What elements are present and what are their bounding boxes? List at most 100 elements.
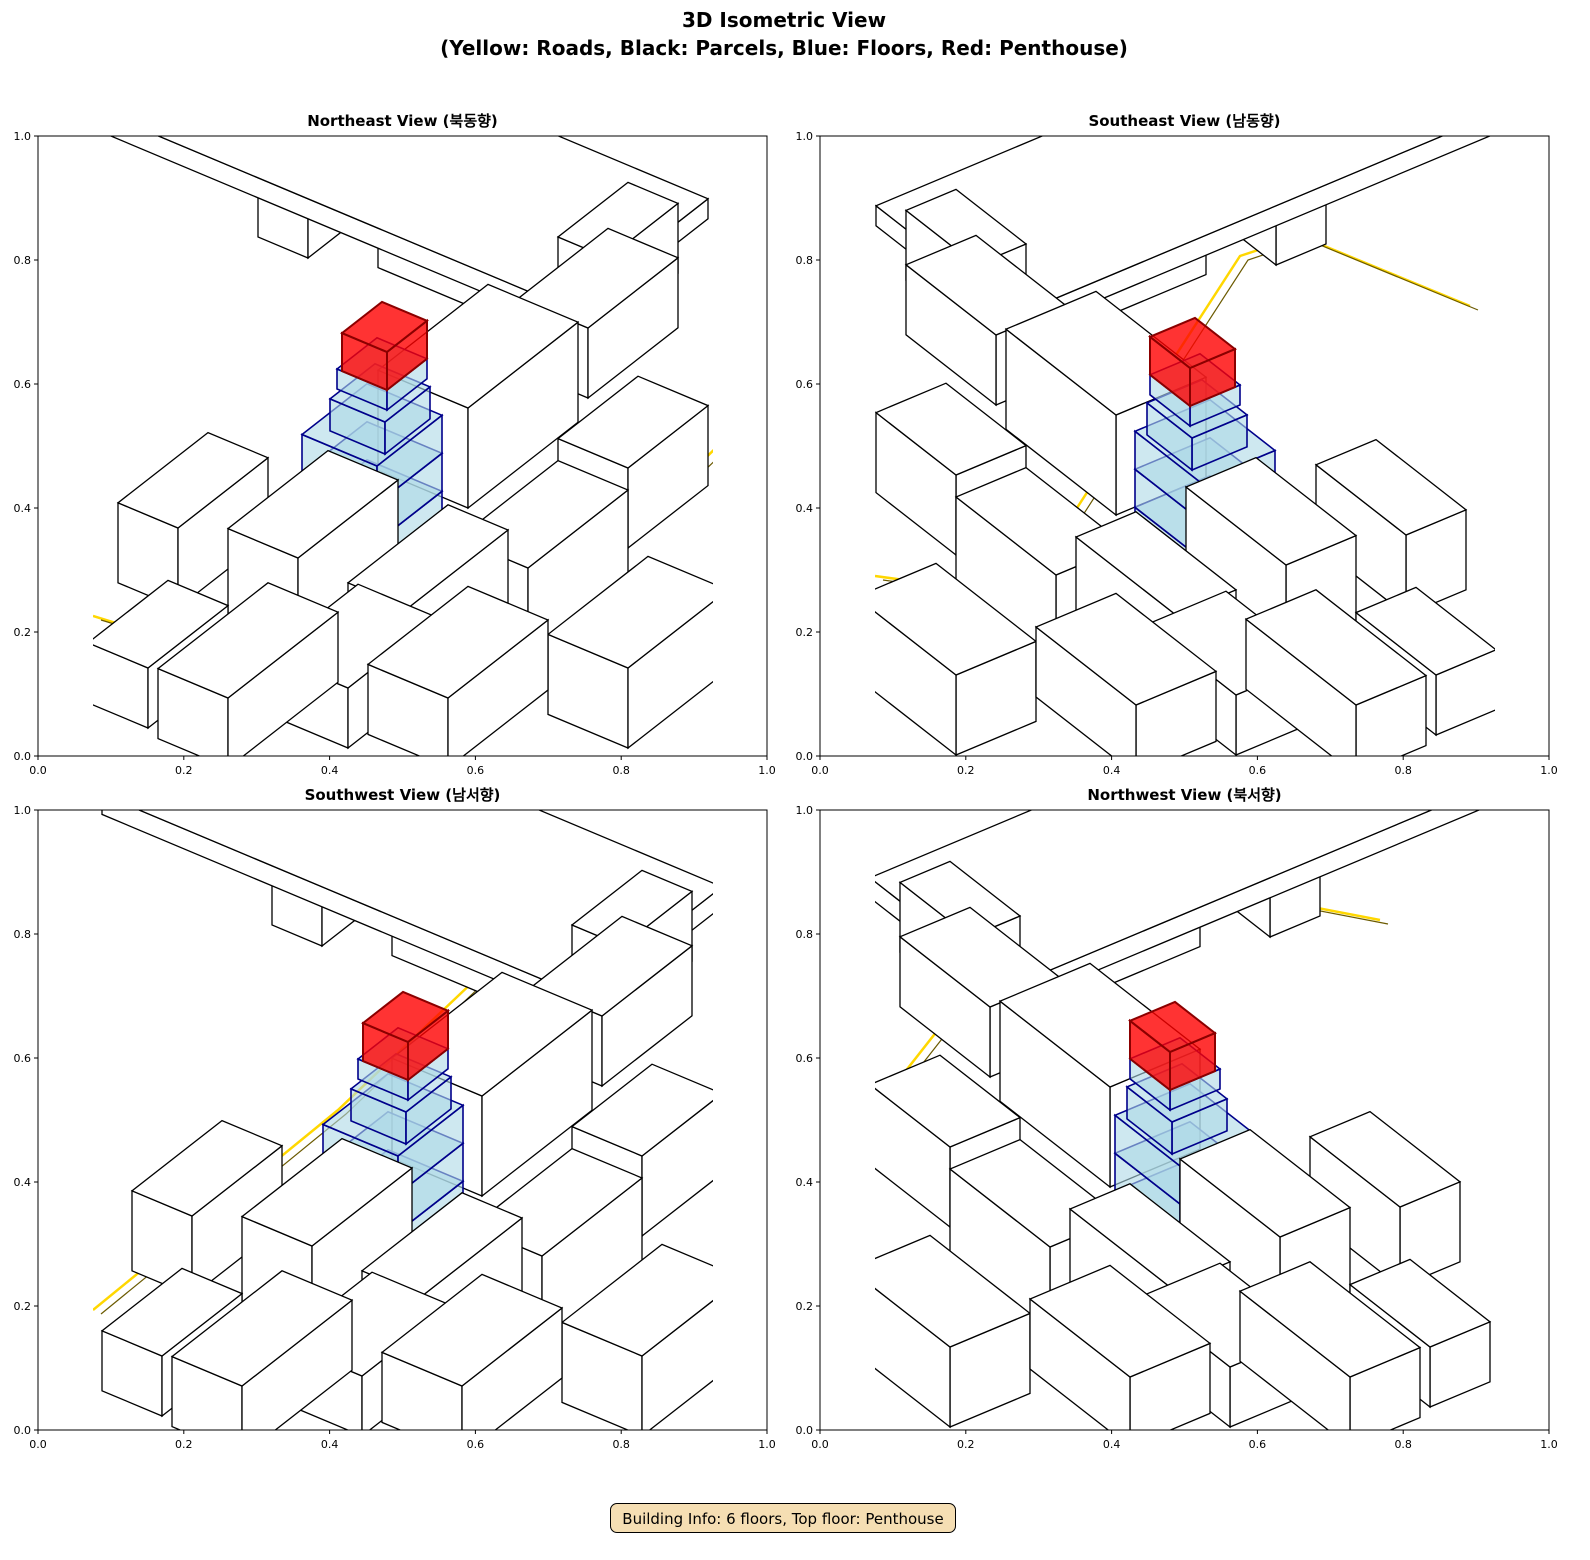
penthouse (361, 990, 450, 1083)
parcel-building (875, 562, 1038, 756)
parcel-building-top-face (240, 1137, 414, 1247)
parcel-building-top-face (875, 382, 1028, 476)
parcel-building-top-face (156, 582, 340, 699)
parcel-building-top-face (100, 1267, 244, 1357)
panel-title: Northeast View (북동향) (307, 112, 498, 130)
parcel-building (1028, 1264, 1212, 1430)
scene (93, 136, 713, 756)
x-tick-label: 0.0 (811, 1438, 829, 1451)
parcel-building-top-face (1314, 438, 1468, 536)
scene (875, 810, 1492, 1430)
parcel-building (116, 431, 270, 610)
y-tick-label: 0.0 (14, 1424, 32, 1437)
figure-title-line1: 3D Isometric View (682, 8, 886, 32)
parcel-building-top-face (366, 585, 550, 699)
parcel-building (875, 1234, 1032, 1429)
y-tick-label: 0.4 (14, 1176, 32, 1189)
parcel-building-top-face (904, 188, 1028, 266)
parcel-building-top-face (1354, 586, 1495, 676)
x-tick-label: 0.2 (957, 1438, 975, 1451)
x-tick-label: 0.8 (1394, 764, 1412, 777)
parcel-building (1244, 589, 1428, 756)
penthouse-top-face (1148, 316, 1237, 370)
parcel-building-top-face (1184, 456, 1358, 566)
parcel-building (170, 1270, 354, 1430)
parcel-building-top-face (93, 579, 230, 669)
parcel-building-top-face (130, 1119, 284, 1217)
parcel-building-top-face (1238, 1261, 1422, 1378)
y-tick-label: 1.0 (14, 804, 32, 817)
parcel-building-side-face (641, 1299, 713, 1430)
parcel-building (546, 555, 713, 750)
y-tick-label: 0.2 (14, 1300, 32, 1313)
panel-northeast: Northeast View (북동향) 0.0 0.2 0.4 0.6 0.8 1.0 0.… (14, 112, 776, 777)
panel-title: Northwest View (북서향) (1087, 786, 1281, 804)
parcel-building-top-face (875, 562, 1038, 676)
panel-southwest: Southwest View (남서향) 0.0 0.2 0.4 0.6 0.8 1.0 0.… (14, 786, 776, 1451)
axes-frame (819, 809, 1550, 1431)
axes-frame (37, 809, 768, 1431)
parcel-building-top-face (1178, 1128, 1352, 1238)
parcel-building (366, 585, 550, 756)
x-tick-label: 0.4 (321, 1438, 339, 1451)
parcel-building (130, 1119, 284, 1298)
x-tick-label: 0.0 (811, 764, 829, 777)
parcel-building-top-face (570, 1063, 713, 1157)
y-tick-label: 0.6 (14, 1052, 32, 1065)
y-tick-label: 0.2 (14, 626, 32, 639)
penthouse (340, 300, 429, 393)
parcel-building (156, 582, 340, 756)
x-tick-label: 0.6 (1249, 764, 1267, 777)
x-tick-label: 0.8 (1394, 1438, 1412, 1451)
x-tick-label: 0.4 (321, 764, 339, 777)
penthouse-top-face (340, 300, 429, 354)
x-tick-label: 0.2 (175, 764, 193, 777)
panel-title: Southeast View (남동향) (1088, 112, 1280, 130)
y-tick-label: 0.6 (796, 378, 814, 391)
parcel-building-top-face (1348, 1258, 1492, 1348)
y-tick-label: 0.8 (14, 254, 32, 267)
parcel-building (380, 1273, 564, 1430)
parcel-building-side-face (875, 610, 957, 756)
y-tick-label: 0.8 (14, 928, 32, 941)
parcel-building-top-face (570, 869, 694, 947)
parcel-building-top-face (898, 860, 1022, 938)
x-tick-label: 1.0 (758, 764, 776, 777)
y-tick-label: 0.8 (796, 254, 814, 267)
parcel-building (1308, 1110, 1462, 1289)
panel-title: Southwest View (남서향) (305, 786, 501, 804)
parcel-building (1314, 438, 1468, 617)
penthouse (1128, 1000, 1217, 1093)
y-tick-label: 1.0 (14, 130, 32, 143)
parcel-building-top-face (1244, 589, 1428, 706)
y-tick-label: 0.2 (796, 1300, 814, 1313)
x-tick-label: 1.0 (1540, 1438, 1558, 1451)
building-info-box: Building Info: 6 floors, Top floor: Pent… (610, 1503, 956, 1533)
y-tick-label: 0.2 (796, 626, 814, 639)
parcel-building-top-face (226, 449, 400, 559)
x-tick-label: 1.0 (758, 1438, 776, 1451)
x-tick-label: 0.2 (175, 1438, 193, 1451)
parcel-building (560, 1243, 713, 1430)
y-tick-label: 0.0 (796, 1424, 814, 1437)
y-tick-label: 1.0 (796, 804, 814, 817)
parcel-building (1034, 592, 1218, 756)
y-tick-label: 0.0 (14, 750, 32, 763)
scene (875, 136, 1495, 756)
parcel-building-top-face (875, 1054, 1022, 1148)
axes-frame (819, 135, 1550, 757)
x-tick-label: 0.8 (612, 764, 630, 777)
parcel-building-top-face (1308, 1110, 1462, 1208)
parcel-building-side-face (875, 1287, 951, 1429)
x-tick-label: 0.6 (467, 764, 485, 777)
y-tick-label: 0.6 (796, 1052, 814, 1065)
x-tick-label: 0.0 (29, 1438, 47, 1451)
x-tick-label: 1.0 (1540, 764, 1558, 777)
penthouse-top-face (361, 990, 450, 1044)
parcel-building-top-face (1028, 1264, 1212, 1378)
parcel-building-top-face (556, 181, 680, 259)
parcel-building-top-face (116, 431, 270, 529)
